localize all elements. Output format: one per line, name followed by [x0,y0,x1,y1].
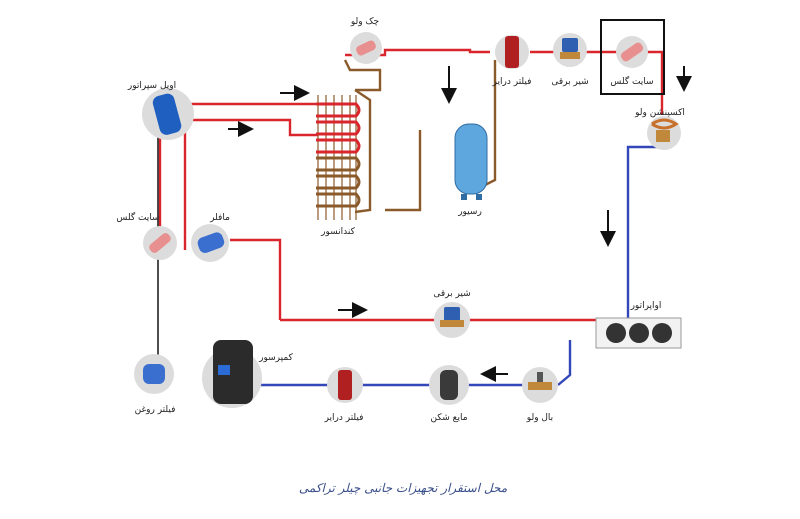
muffler-down [230,238,282,320]
flow-arrows [228,66,692,382]
receiver-to-filter [484,60,497,187]
diagram-caption: محل استقرار تجهیزات جانبی چیلر تراکمی [299,481,508,495]
evaporator-unit [595,317,682,349]
solenoid-mid-icon [434,302,470,338]
filter-drier-bottom-icon [327,367,363,403]
ball-valve-icon [522,367,558,403]
oil-sep-to-condenser-lower [190,118,318,137]
evaporator-to-ballvalve [557,340,572,386]
discharge-lines [158,48,664,322]
sight-glass-left-icon [143,226,177,260]
label-muffler: مافلر [209,213,230,223]
condenser-loop [354,89,372,214]
oil-filter-icon [134,354,174,394]
label-accumulator: مایع شکن [430,413,467,423]
label-ball-valve: بال ولو [526,413,553,423]
label-sight-glass-top: سایت گلس [610,75,653,87]
check-to-receiver [385,130,422,212]
label-expansion-valve: اکسپنشن ولو [634,108,685,118]
label-check-valve: چک ولو [350,17,379,27]
accumulator-icon [429,365,469,405]
receiver-tank [454,123,488,200]
label-sight-glass-left: سایت گلس [116,211,159,223]
label-solenoid-mid: شیر برقی [433,289,470,299]
label-filter-drier-top: فیلتر درایر [492,77,532,87]
label-compressor: کمپرسور [258,353,293,363]
label-solenoid-top: شیر برقی [551,77,588,87]
label-oil-separator: اویل سپراتور [127,81,176,91]
muffler-icon [191,224,229,262]
condenser-to-check [343,59,382,92]
compressor-icon [202,340,262,408]
expansion-to-evaporator [626,145,660,320]
label-oil-filter: فیلتر روغن [135,405,176,415]
solenoid-top-icon [553,33,587,67]
check-valve-icon [350,32,382,64]
label-evaporator: اواپراتور [630,301,662,311]
filter-drier-top-icon [495,35,529,69]
condenser-coil [316,95,361,220]
label-receiver: رسیور [457,207,482,217]
label-condenser: کندانسور [320,227,355,237]
copper-lines [343,59,497,214]
label-filter-drier-bottom: فیلتر درایر [324,413,364,423]
expansion-valve-icon [647,116,681,150]
suction-lines [260,145,660,387]
sight-glass-top-icon [600,19,665,95]
oil-separator-icon [142,88,194,140]
